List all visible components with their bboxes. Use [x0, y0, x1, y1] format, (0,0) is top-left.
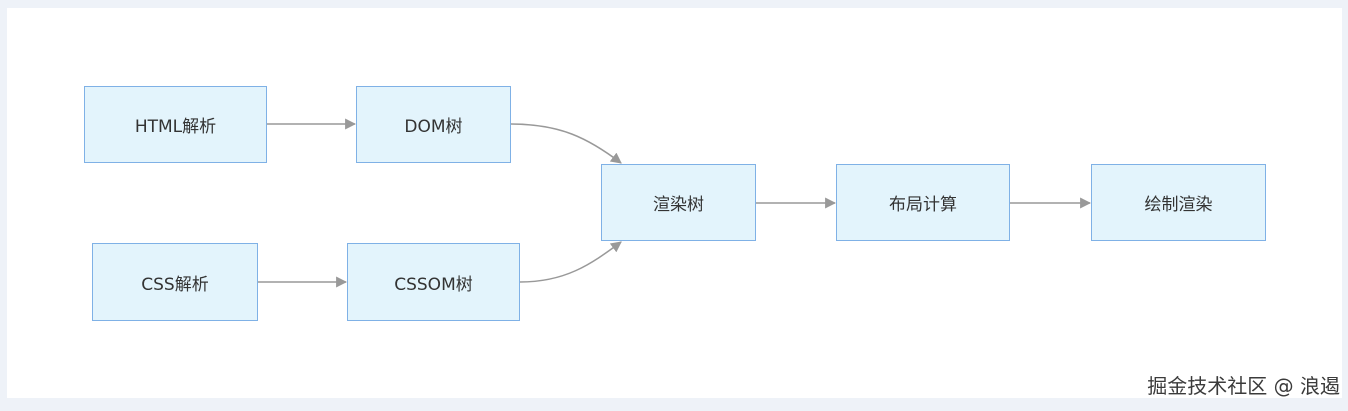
watermark: 掘金技术社区 @ 浪遏 [1147, 374, 1340, 398]
node-layout: 布局计算 [836, 164, 1010, 241]
node-layout-label: 布局计算 [889, 195, 957, 215]
node-css-parse-label: CSS解析 [141, 274, 209, 295]
node-paint: 绘制渲染 [1091, 164, 1266, 241]
node-render-tree: 渲染树 [601, 164, 756, 241]
node-dom-tree: DOM树 [356, 86, 511, 163]
node-cssom-tree: CSSOM树 [347, 243, 520, 321]
node-dom-tree-label: DOM树 [404, 117, 463, 137]
edge-dom-to-render [510, 123, 622, 164]
node-paint-label: 绘制渲染 [1144, 195, 1213, 215]
node-css-parse: CSS解析 [92, 243, 258, 321]
node-render-tree-label: 渲染树 [653, 195, 704, 215]
edge-cssom-to-render [519, 241, 622, 283]
node-html-parse-label: HTML解析 [134, 117, 217, 137]
node-cssom-tree-label: CSSOM树 [394, 274, 473, 295]
node-html-parse: HTML解析 [84, 86, 267, 163]
